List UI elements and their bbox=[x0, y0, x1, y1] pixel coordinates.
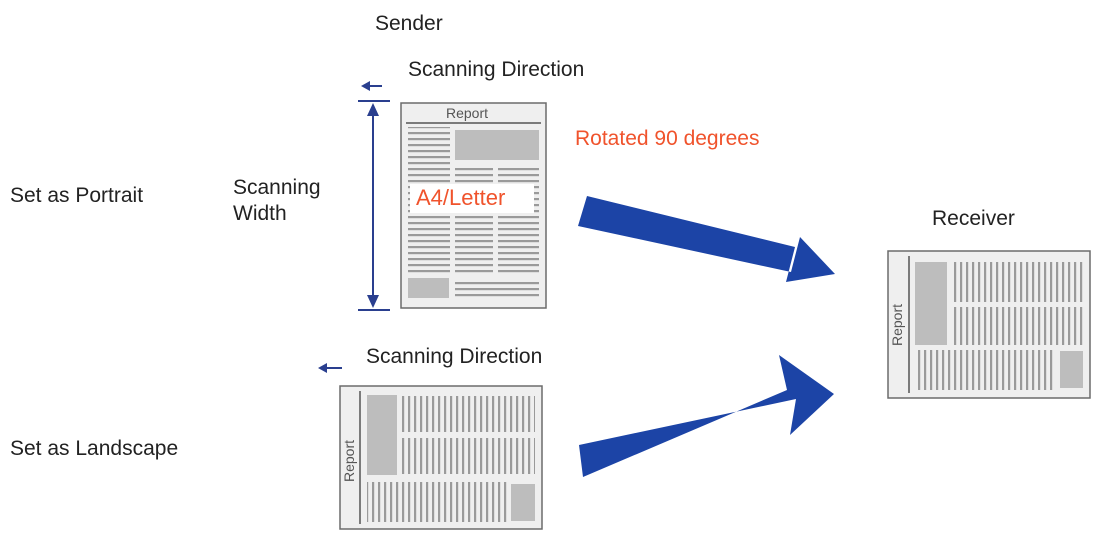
block-arrow-icon bbox=[579, 355, 834, 477]
scanning-direction-label: Scanning Direction bbox=[366, 345, 543, 368]
paper-size-label: A4/Letter bbox=[416, 185, 506, 210]
scanning-width-measure bbox=[358, 100, 390, 311]
receiver-document bbox=[887, 250, 1091, 399]
receiver-report-title: Report bbox=[889, 303, 906, 347]
receiver-label: Receiver bbox=[932, 207, 1015, 230]
arrow-left-icon bbox=[318, 363, 342, 373]
rotated-label: Rotated 90 degrees bbox=[575, 127, 760, 150]
portrait-report-title: Report bbox=[446, 105, 489, 121]
scanning-direction-label: Scanning Direction bbox=[408, 58, 585, 81]
scanning-width-label: Scanning Width bbox=[233, 176, 321, 226]
set-landscape-label: Set as Landscape bbox=[10, 437, 179, 460]
sender-label: Sender bbox=[375, 12, 443, 35]
portrait-document bbox=[400, 102, 547, 309]
landscape-document bbox=[339, 385, 543, 530]
set-portrait-label: Set as Portrait bbox=[10, 184, 144, 207]
block-arrow-icon bbox=[578, 196, 835, 282]
landscape-report-title: Report bbox=[341, 439, 358, 483]
arrow-left-icon bbox=[361, 81, 382, 91]
